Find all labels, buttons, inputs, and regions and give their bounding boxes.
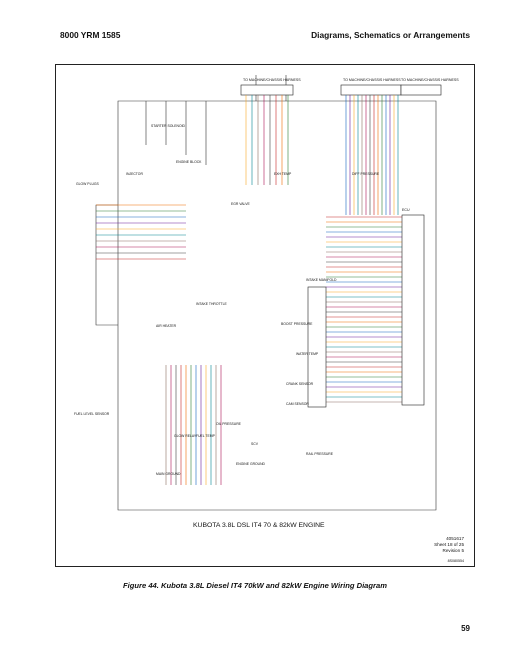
- label-intake: INTAKE MANIFOLD: [306, 278, 337, 282]
- label-starter: STARTER SOLENOID: [151, 124, 186, 128]
- label-chassis-3: TO MACHINE/CHASSIS HARNESS: [401, 78, 459, 82]
- revision: Revision 5: [443, 548, 465, 553]
- figure-caption: Figure 44. Kubota 3.8L Diesel IT4 70kW a…: [123, 581, 387, 590]
- label-rail-pressure: RAIL PRESSURE: [306, 452, 334, 456]
- label-oil-pressure: OIL PRESSURE: [216, 422, 242, 426]
- image-id: 8S080554: [448, 559, 464, 563]
- label-injector: INJECTOR: [126, 172, 143, 176]
- drawing-number: 4051617: [446, 536, 464, 541]
- label-egr: EGR VALVE: [231, 202, 250, 206]
- label-fuel-temp: FUEL TEMP: [196, 434, 216, 438]
- label-fuel-level: FUEL LEVEL SENSOR: [74, 412, 110, 416]
- label-crank: CRANK SENSOR: [286, 382, 314, 386]
- drawing-ref: 4051617 Sheet 18 of 25 Revision 5 8S0805…: [434, 536, 464, 563]
- label-diff-pressure: DIFF PRESSURE: [352, 172, 380, 176]
- ecu-connector-block: ECU: [401, 208, 425, 406]
- engine-title: KUBOTA 3.8L DSL IT4 70 & 82kW ENGINE: [193, 522, 325, 529]
- label-throttle: INTAKE THROTTLE: [196, 302, 228, 306]
- label-scv: SCV: [251, 442, 259, 446]
- label-exh-temp: EXH TEMP: [274, 172, 292, 176]
- section-title-header: Diagrams, Schematics or Arrangements: [311, 30, 470, 40]
- label-air-heater: AIR HEATER: [156, 324, 177, 328]
- mid-connector-block: [307, 286, 327, 408]
- label-ecu: ECU: [402, 208, 410, 212]
- wiring-diagram-frame: TO MACHINE/CHASSIS HARNESS TO MACHINE/CH…: [55, 64, 475, 567]
- label-chassis-2: TO MACHINE/CHASSIS HARNESS: [343, 78, 401, 82]
- wiring-diagram: TO MACHINE/CHASSIS HARNESS TO MACHINE/CH…: [74, 75, 464, 563]
- label-glow-relay: GLOW RELAY: [174, 434, 197, 438]
- label-main-ground: MAIN GROUND: [156, 472, 181, 476]
- label-chassis-1: TO MACHINE/CHASSIS HARNESS: [243, 78, 301, 82]
- top-connectors: TO MACHINE/CHASSIS HARNESS TO MACHINE/CH…: [240, 78, 459, 96]
- sheet-number: Sheet 18 of 25: [434, 542, 464, 547]
- doc-id-header: 8000 YRM 1585: [60, 30, 121, 40]
- label-glow-plugs: GLOW PLUGS: [76, 182, 100, 186]
- wire-bundle: [96, 95, 424, 485]
- label-cam: CAM SENSOR: [286, 402, 309, 406]
- label-boost: BOOST PRESSURE: [281, 322, 313, 326]
- label-water-temp: WATER TEMP: [296, 352, 319, 356]
- page-number: 59: [461, 624, 470, 633]
- harness-outline: [117, 100, 437, 511]
- label-engine-block: ENGINE BLOCK: [176, 160, 202, 164]
- label-engine-ground: ENGINE GROUND: [236, 462, 266, 466]
